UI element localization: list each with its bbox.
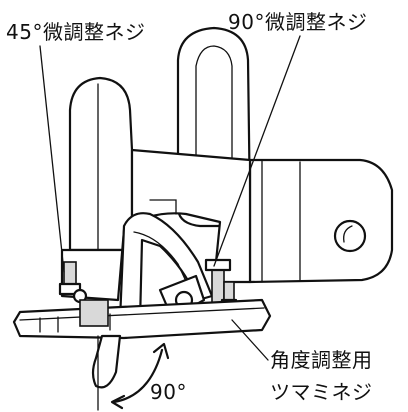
- label-angle-90: 90°: [150, 380, 187, 404]
- base-slots: [39, 313, 111, 333]
- brush-cap-slot: [343, 225, 353, 243]
- leader-45: [39, 45, 65, 273]
- saw-blade: [91, 334, 122, 389]
- brush-cap-icon: [333, 219, 367, 253]
- tilt-arrowhead-top: [152, 342, 170, 360]
- base-plate: [12, 298, 272, 340]
- leader-90: [213, 35, 301, 267]
- rear-handle-inner: [195, 45, 233, 211]
- tilt-arc: [112, 348, 164, 404]
- leader-knob: [231, 319, 269, 361]
- adjust-screw-45: [63, 261, 77, 287]
- base-pad: [79, 299, 109, 327]
- base-plate-edge: [19, 307, 265, 321]
- adjust-screw-90-head: [204, 258, 232, 272]
- label-90-fine-adjust: 90°微調整ネジ: [228, 10, 368, 34]
- label-angle-knob-line2: ツマミネジ: [270, 380, 373, 404]
- label-45-fine-adjust: 45°微調整ネジ: [6, 20, 146, 44]
- tilt-arrowhead-bottom: [110, 394, 126, 410]
- guard-detail: [149, 199, 177, 215]
- label-angle-knob-line1: 角度調整用: [270, 348, 373, 372]
- motor-housing: [248, 158, 394, 284]
- bracket-slot: [133, 231, 191, 291]
- front-grip: [68, 76, 134, 252]
